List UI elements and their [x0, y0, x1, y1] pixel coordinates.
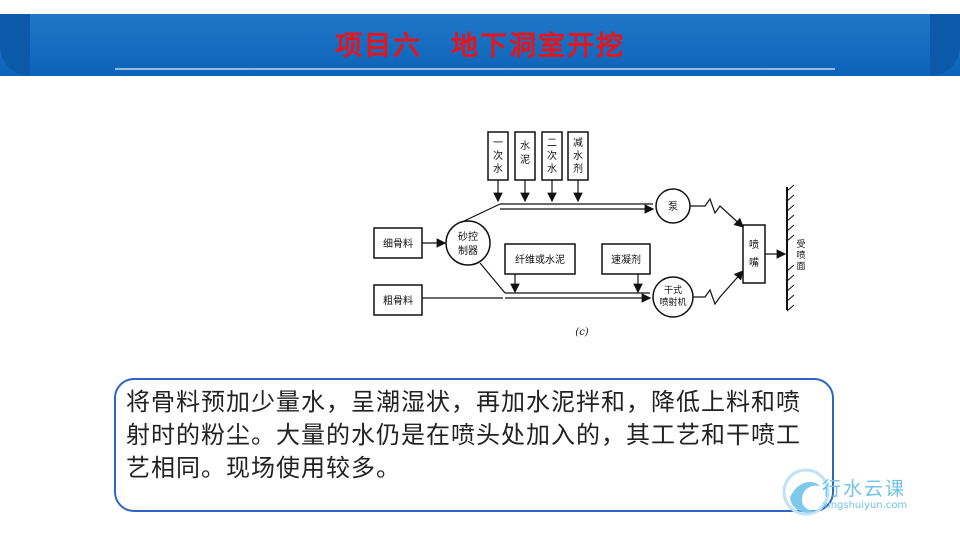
sprayed-surface: 受 喷 面: [786, 184, 806, 312]
lower-pipeline: [479, 262, 652, 303]
nozzle-box: 喷 嘴: [742, 224, 766, 284]
sand-controller-line-2: 制器: [458, 244, 478, 257]
input-water-reducer-char-2: 水: [573, 150, 583, 162]
logo-wave-icon: [782, 468, 830, 516]
description-box: 将骨料预加少量水，呈潮湿状，再加水泥拌和，降低上料和喷射时的粉尘。大量的水仍是在…: [114, 378, 834, 512]
logo-url: xingshuiyun.com: [822, 500, 908, 511]
input-first-water-char-3: 水: [493, 163, 503, 175]
dry-sprayer-line-1: 干式: [664, 284, 682, 296]
coarse-aggregate-box: 粗骨料: [373, 284, 423, 316]
input-water-reducer-char-1: 减: [573, 137, 583, 149]
input-box-first-water: 一 次 水: [487, 131, 509, 181]
input-second-water-char-3: 水: [547, 163, 557, 175]
fiber-cement-label: 纤维或水泥: [515, 253, 565, 266]
sprayed-surface-char-1: 受: [796, 238, 805, 250]
hose-lines: [690, 197, 744, 306]
sand-controller-node: 砂控 制器: [445, 220, 491, 266]
page-title: 项目六 地下洞室开挖: [335, 31, 625, 62]
nozzle-line-1: 喷: [749, 239, 759, 251]
coarse-aggregate-label: 粗骨料: [383, 294, 413, 307]
accelerator-label: 速凝剂: [611, 253, 641, 266]
input-water-reducer-char-3: 剂: [573, 162, 583, 175]
input-cement-char-1: 水: [520, 140, 530, 152]
fine-aggregate-label: 细骨料: [383, 237, 413, 250]
accelerator-box: 速凝剂: [601, 243, 651, 275]
sprayed-surface-char-3: 面: [796, 261, 805, 272]
header-bar: [0, 14, 960, 76]
input-first-water-char-1: 一: [493, 138, 503, 149]
diagram-caption: (c): [575, 327, 589, 338]
sand-controller-line-1: 砂控: [458, 230, 478, 243]
input-second-water-char-1: 二: [547, 138, 557, 149]
input-box-water-reducer: 减 水 剂: [567, 131, 589, 181]
upper-pipeline: [459, 203, 655, 224]
input-cement-char-2: 泥: [520, 153, 530, 166]
nozzle-line-2: 嘴: [749, 257, 759, 269]
input-box-second-water: 二 次 水: [541, 131, 563, 181]
input-first-water-char-2: 次: [493, 149, 503, 162]
pump-node: 泵: [655, 188, 691, 224]
pump-label: 泵: [668, 201, 678, 213]
header-divider: [115, 68, 835, 70]
fiber-cement-box: 纤维或水泥: [504, 243, 576, 275]
dry-sprayer-line-2: 喷射机: [659, 296, 686, 308]
input-second-water-char-2: 次: [547, 149, 557, 162]
fine-aggregate-box: 细骨料: [373, 227, 423, 259]
input-box-cement: 水 泥: [514, 131, 536, 181]
dry-sprayer-node: 干式 喷射机: [652, 276, 694, 318]
logo-name: 行水云课: [822, 478, 907, 500]
description-text: 将骨料预加少量水，呈潮湿状，再加水泥拌和，降低上料和喷射时的粉尘。大量的水仍是在…: [126, 388, 801, 482]
process-flow-diagram: 一 次 水 水 泥 二 次 水 减 水 剂 细骨料 砂控: [373, 131, 806, 338]
sprayed-surface-char-2: 喷: [796, 250, 805, 261]
